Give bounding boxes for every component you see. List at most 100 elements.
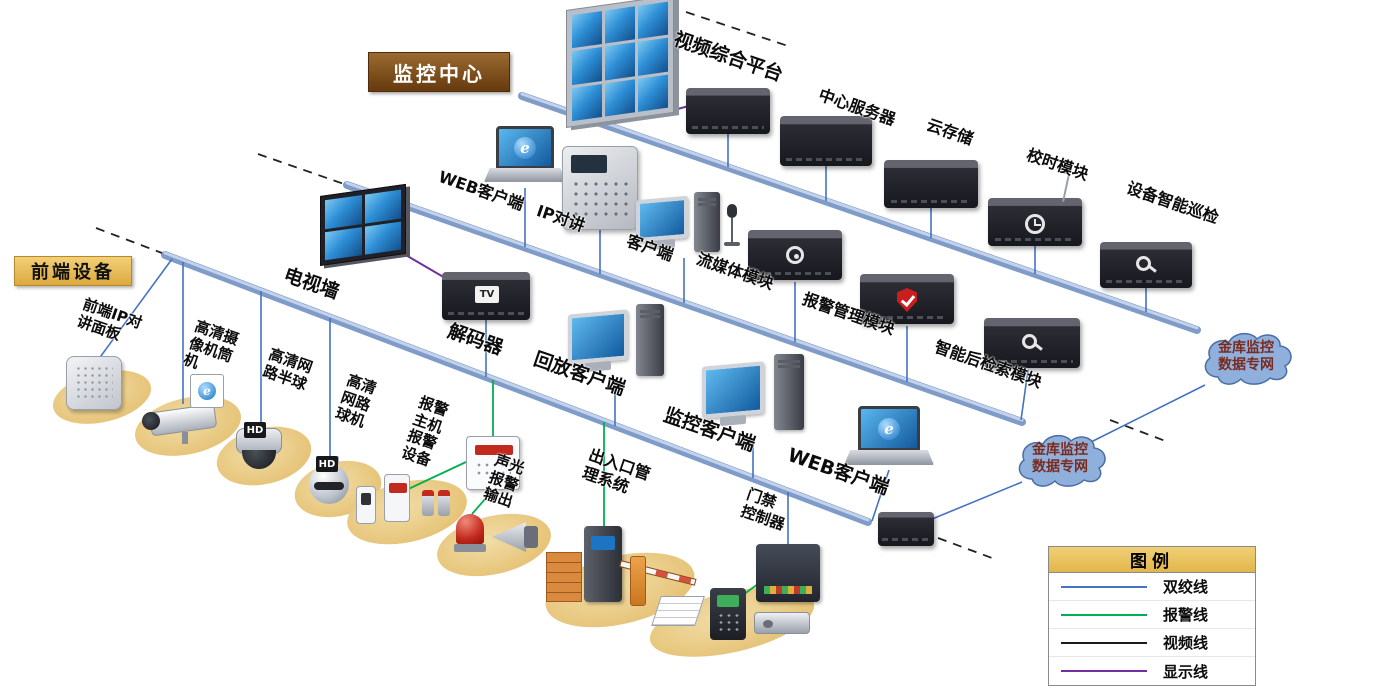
mic-head: [727, 204, 737, 218]
monitor-screen: [568, 309, 628, 365]
kiosk-screen: [591, 536, 615, 550]
legend-line-video: [1061, 641, 1147, 644]
gate-kiosk-icon: [584, 526, 622, 602]
web-client-laptop-top-icon: e: [484, 126, 566, 186]
screen: [605, 78, 635, 117]
bus-frontend-network: [161, 251, 872, 526]
alarm-host-display: [475, 445, 513, 455]
camera-mount: [182, 432, 188, 444]
horn-driver: [524, 526, 538, 548]
panic-button-icon: [438, 490, 450, 516]
lock-cylinder: [763, 620, 773, 628]
dashed-line: [937, 537, 993, 559]
pc-tower: [774, 354, 804, 430]
legend-title: 图例: [1049, 547, 1255, 573]
mic-base: [724, 242, 740, 246]
panic-button-icon: [422, 490, 434, 516]
door-lock-icon: [754, 612, 810, 634]
screen: [364, 189, 401, 224]
access-controller-icon: [756, 544, 820, 602]
beacon-dome: [456, 514, 484, 544]
browser-logo-icon: e: [198, 382, 216, 400]
legend-row: 报警线: [1049, 601, 1255, 629]
dashed-line: [1109, 419, 1169, 443]
dashed-line: [685, 11, 789, 47]
screen: [325, 195, 362, 229]
frontend-intercom-panel-icon: [66, 356, 122, 410]
legend-label: 视频线: [1163, 634, 1209, 652]
alarm-detector-icon: [384, 474, 410, 522]
central-server-icon: [780, 116, 872, 166]
laptop-base: [844, 450, 934, 465]
screen: [364, 221, 401, 255]
mic-stem: [731, 218, 733, 242]
screen: [605, 42, 635, 81]
alarm-shield-icon: [897, 288, 917, 312]
monitoring-center-title: 监控中心: [368, 52, 510, 92]
screen: [638, 74, 668, 112]
controller-terminals: [764, 586, 812, 594]
monitor-screen: [702, 361, 764, 419]
bus-monitoring-center-highlight: [520, 92, 1199, 330]
bus-client-network: [343, 181, 1026, 426]
bullet-camera-icon: [140, 398, 230, 446]
screen: [572, 10, 602, 49]
beacon-base: [454, 544, 486, 552]
legend-row: 双绞线: [1049, 573, 1255, 601]
web-client-laptop-bottom-icon: e: [844, 406, 934, 470]
legend-line-display: [1061, 670, 1147, 672]
motion-detector-icon: [356, 486, 376, 524]
screen: [572, 47, 602, 85]
wire-twisted-pair: [1084, 384, 1206, 446]
browser-logo-icon: e: [878, 417, 900, 440]
detector-led: [389, 483, 407, 493]
ip-intercom-device-icon: [562, 146, 638, 230]
tv-wall-icon: [320, 183, 406, 266]
legend-label: 报警线: [1163, 606, 1209, 624]
wire-twisted-pair: [97, 258, 173, 361]
screen: [325, 226, 362, 261]
hd-badge: HD: [244, 422, 266, 438]
bus-frontend-network-highlight: [163, 251, 870, 522]
browser-logo-icon: e: [514, 136, 536, 159]
detector-window: [361, 493, 371, 505]
alarm-beacon-icon: [454, 514, 486, 554]
dashed-continuation-lines: [95, 11, 1169, 559]
playback-client-pc-icon: [568, 302, 668, 384]
horn-cone: [492, 522, 526, 552]
bus-monitoring-center: [518, 92, 1201, 334]
gps-antenna-icon: [1056, 162, 1076, 202]
legend: 图例 双绞线 报警线 视频线 显示线: [1048, 546, 1256, 686]
legend-label: 显示线: [1163, 662, 1209, 681]
clock-icon: [1025, 214, 1045, 234]
hd-badge: HD: [316, 456, 338, 472]
camera-lens: [142, 412, 160, 430]
monitoring-client-pc-icon: [702, 352, 808, 438]
reader-keypad: [717, 612, 739, 632]
speaker-grille: [75, 365, 113, 401]
dome-lens-band: [314, 482, 344, 490]
legend-row: 视频线: [1049, 629, 1255, 657]
wire-twisted-pair: [1020, 369, 1029, 421]
pc-tower: [694, 192, 720, 252]
pc-tower: [636, 304, 664, 376]
vault-network-cloud-bottom: 金库监控 数据专网: [1010, 426, 1110, 492]
device-inspection-module-icon: [1100, 242, 1192, 288]
time-sync-module-icon: [988, 198, 1082, 246]
laptop-screen: e: [496, 126, 554, 168]
card-reader-icon: [710, 588, 746, 640]
legend-line-twisted-pair: [1061, 585, 1147, 588]
dashed-line: [257, 153, 345, 185]
screen: [638, 37, 668, 76]
screen: [638, 1, 668, 40]
cloud-storage-icon: [884, 160, 978, 208]
ticket-reader-post-icon: [630, 556, 646, 606]
vault-network-label: 金库监控 数据专网: [1218, 339, 1274, 374]
magnifier-icon: [1022, 334, 1037, 349]
dome-bubble: [242, 450, 276, 469]
screen: [605, 6, 635, 44]
preview-monitor-icon: e: [190, 374, 224, 408]
wire-alarm: [471, 489, 494, 515]
